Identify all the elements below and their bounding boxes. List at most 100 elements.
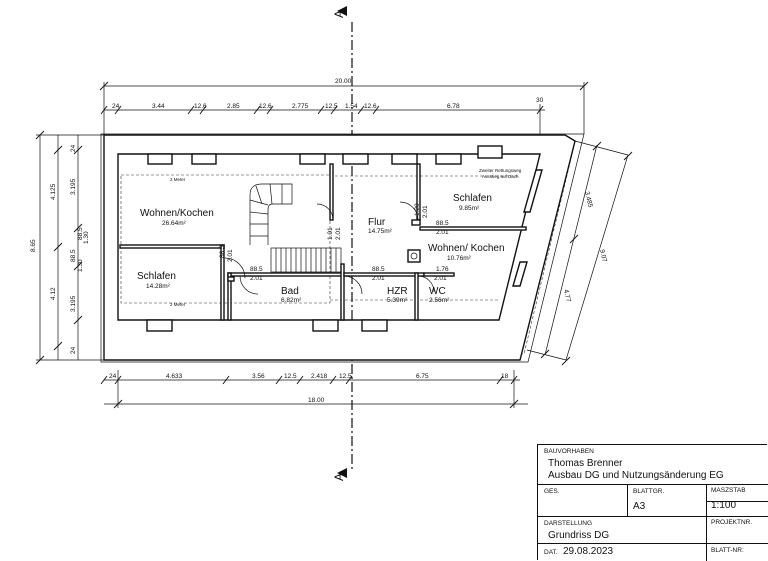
room-name: Schlafen: [137, 271, 176, 282]
dim-top-extra: 30: [536, 97, 544, 104]
height-line-label: 2 Meter: [170, 177, 186, 182]
room-area: 9.85m²: [459, 205, 480, 212]
sheet-size: A3: [633, 501, 646, 512]
dim-label: 88.5: [219, 245, 226, 258]
divider: [538, 484, 768, 485]
dim-top-total: 20.00: [335, 78, 352, 85]
room-area: 6.82m²: [281, 297, 302, 304]
project-name: Ausbau DG und Nutzungsänderung EG: [548, 470, 724, 481]
dim-label: 4.633: [166, 373, 183, 380]
title-block: BAUVORHABEN Thomas Brenner Ausbau DG und…: [537, 444, 768, 561]
rescue-window-note: Zweiter Rettungsweg Ausstieg auf Dach: [479, 168, 523, 179]
room-area: 14.28m²: [146, 283, 171, 290]
height-line-label: 2 Meter: [170, 302, 186, 307]
dim-left-total: 8.65: [30, 239, 37, 252]
dim-label: 9.07: [598, 249, 608, 263]
dim-label: 1.76: [436, 266, 449, 273]
dim-label: 88.5: [372, 266, 385, 273]
section-mark-top: A: [332, 10, 346, 18]
dim-label: 12.5: [284, 373, 297, 380]
room-labels: Wohnen/Kochen 26.64m² Schlafen 14.28m² B…: [137, 193, 505, 304]
dim-label: 12.6: [259, 103, 272, 110]
project-no-label: PROJEKTNR.: [711, 519, 753, 526]
rescue-window-note-line: Zweiter Rettungsweg: [479, 168, 522, 173]
dim-ticks-bottom: [100, 375, 518, 385]
dim-ticks-top: [100, 105, 544, 115]
dimensions-bottom: 18.00 24 4.633 3.56 12.5 2.418 12.5 6.75…: [100, 370, 528, 409]
date-label: DAT.: [544, 549, 558, 556]
ges-label: GES.: [544, 488, 560, 495]
dim-label: 2.85: [227, 103, 240, 110]
dim-label: 1.30: [77, 259, 84, 272]
dim-label: 24: [112, 103, 120, 110]
dim-label: 12.6: [364, 103, 377, 110]
dim-label: 88.5: [77, 227, 84, 240]
dim-label: 3.44: [152, 103, 165, 110]
dim-top-segments: 24 3.44 12.6 2.85 12.6 2.775 12.5 1.54 1…: [112, 103, 460, 110]
divider: [627, 484, 628, 516]
scale-value: 1:100: [711, 500, 737, 511]
dim-ticks-left: [53, 145, 83, 351]
plan-notes: Zweiter Rettungsweg Ausstieg auf Dach 2 …: [170, 168, 523, 307]
building-walls: [100, 133, 585, 363]
dim-label: 6.75: [416, 373, 429, 380]
dim-label: 1.54: [345, 103, 358, 110]
sheet-size-label: BLATTGR.: [633, 488, 665, 495]
room-name: Flur: [368, 217, 386, 228]
dim-label: 24: [109, 373, 117, 380]
room-area: 2.56m²: [429, 297, 450, 304]
section-mark-bottom: A: [332, 473, 346, 481]
dim-label: 4.12: [50, 287, 57, 300]
dim-label: 2.01: [335, 227, 342, 240]
date-value: 29.08.2023: [563, 546, 614, 557]
dim-label: 4.125: [50, 183, 57, 200]
dim-label: 24: [70, 144, 77, 152]
dim-label: 24: [70, 346, 77, 354]
dimensions-interior: 88.5 2.01 88.5 2.01 1.01 2.01 88.5 2.01 …: [219, 203, 449, 282]
dim-label: 1.30: [83, 231, 90, 244]
staircase: [249, 183, 342, 273]
room-area: 10.76m²: [447, 255, 472, 262]
dim-label: 3.195: [70, 178, 77, 195]
room-name: Wohnen/ Kochen: [428, 243, 505, 254]
room-name: Schlafen: [453, 193, 492, 204]
dim-label: 3.195: [70, 295, 77, 312]
project-label: BAUVORHABEN: [544, 448, 594, 455]
sheet-no-label: BLATT-NR:: [711, 547, 744, 554]
view-name: Grundriss DG: [548, 530, 610, 541]
dimensions-right: 3.485 9.07 4.77: [526, 140, 633, 366]
dim-label: 2.01: [436, 229, 449, 236]
interior-walls: [119, 163, 527, 321]
dim-bottom-segments: 24 4.633 3.56 12.5 2.418 12.5 6.75 18: [109, 373, 509, 380]
dim-label: 1.20: [414, 203, 421, 216]
dimensions-top: 20.00 30 24 3.44 12.6 2.85 12.6 2.775 12…: [99, 78, 589, 134]
dim-bottom-total: 18.00: [308, 397, 325, 404]
dim-label: 2.01: [250, 275, 263, 282]
dim-label: 4.77: [562, 289, 572, 303]
dim-label: 12.5: [339, 373, 352, 380]
divider: [538, 543, 768, 544]
room-name: Wohnen/Kochen: [140, 208, 214, 219]
dim-label: 2.775: [292, 103, 309, 110]
dim-label: 2.01: [434, 275, 447, 282]
doors: [224, 201, 435, 295]
dim-label: 2.01: [227, 249, 234, 262]
dimensions-left: 8.65 4.125 4.12 3.195 1.30 88.5 1.30 88.…: [30, 130, 104, 365]
room-name: WC: [429, 286, 446, 297]
dim-label: 88.5: [70, 249, 77, 262]
dim-label: 88.5: [250, 266, 263, 273]
divider: [538, 516, 768, 517]
room-name: HZR: [387, 286, 408, 297]
dim-label: 6.78: [447, 103, 460, 110]
room-name: Bad: [281, 286, 299, 297]
dim-label: 12.5: [325, 103, 338, 110]
divider: [706, 501, 768, 502]
dim-label: 2.01: [422, 205, 429, 218]
dim-label: 2.01: [372, 275, 385, 282]
client-name: Thomas Brenner: [548, 458, 623, 469]
room-area: 5.39m²: [387, 297, 408, 304]
room-area: 14.75m²: [368, 228, 393, 235]
dim-label: 3.485: [583, 191, 594, 209]
dim-label: 12.6: [194, 103, 207, 110]
